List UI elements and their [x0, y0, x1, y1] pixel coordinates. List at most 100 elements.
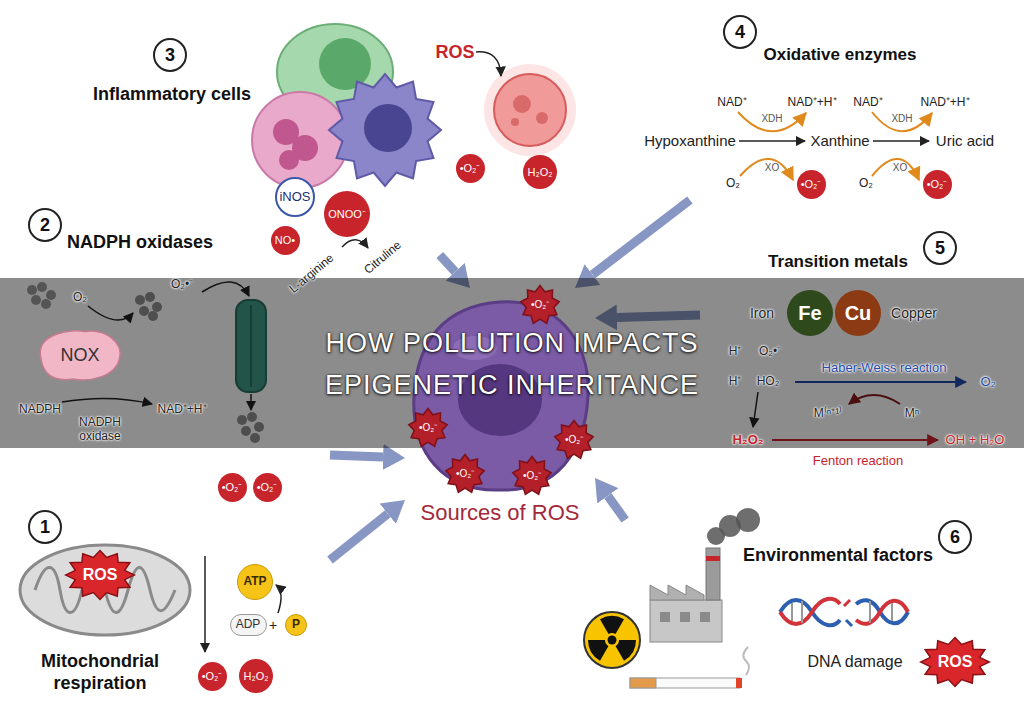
xanthine-pathway — [738, 112, 932, 180]
label-text: ROS — [435, 42, 474, 63]
label-text: O₂ — [980, 375, 995, 390]
radical-star: •O₂⁻ — [511, 455, 553, 497]
label-text: H⁺ — [729, 345, 742, 359]
enzyme-blob: NOX — [35, 327, 125, 383]
radical-star-outline — [521, 286, 559, 324]
label-text: OH + H₂O — [946, 433, 1005, 448]
radical-circle: •O₂⁻ — [198, 662, 227, 691]
label-text: O₂ — [859, 177, 873, 191]
radical-circle: NO• — [271, 226, 300, 255]
radical-star: •O₂⁻ — [407, 407, 449, 449]
callout-number: 5 — [923, 231, 957, 265]
radical-circle: H₂O₂ — [239, 659, 273, 693]
ros-burst-outline — [66, 551, 135, 600]
enzyme-blob-outline — [40, 331, 120, 380]
node-text: ROS — [83, 566, 118, 584]
node-text: •O₂⁻ — [222, 481, 243, 494]
label-text: XO — [893, 162, 907, 174]
radical-star-outline — [409, 409, 447, 447]
panel-heading: NADPH oxidases — [67, 231, 213, 253]
radical-star: •O₂⁻ — [553, 419, 595, 461]
label-text: NAD⁺+H⁺ — [157, 403, 206, 417]
radical-circle: •O₂⁻ — [218, 473, 247, 502]
metal-circle: Fe — [787, 290, 833, 336]
panel-heading: Transition metals — [768, 251, 908, 273]
node-text: •O₂⁻ — [456, 468, 474, 480]
callout-number: 6 — [938, 520, 972, 554]
node-text: •O₂⁻ — [927, 178, 948, 191]
callout-number: 1 — [28, 510, 62, 544]
panel-heading: Oxidative enzymes — [763, 44, 916, 66]
node-text: P — [292, 618, 300, 632]
source-arrow — [593, 200, 690, 275]
label-text: NAD⁺ — [853, 96, 882, 110]
node-text: •O₂⁻ — [419, 422, 437, 434]
radical-star-outline — [446, 455, 484, 493]
label-text: Haber-Weiss reaction — [822, 361, 947, 376]
label-text: NAD⁺ — [717, 96, 746, 110]
molecule-circle: ATP — [237, 564, 273, 600]
node-text: iNOS — [279, 190, 310, 205]
source-panel: 3Inflammatory cells iNOS ONOO⁻ NO• •O₂⁻ H₂O₂ — [85, 25, 575, 255]
label-text: O₂•⁻ — [171, 278, 193, 292]
label-text: H₂O₂ — [732, 433, 763, 448]
label-text: Xanthine — [810, 132, 869, 149]
label-text: XDH — [761, 113, 782, 125]
node-text: •O₂⁻ — [257, 481, 278, 494]
metal-circle: Cu — [835, 290, 881, 336]
node-text: H₂O₂ — [527, 166, 552, 179]
panel-heading: Mitochondrial respiration — [30, 650, 170, 694]
molecule-circle: P — [285, 614, 307, 636]
label-text: + — [269, 617, 277, 633]
source-arrow — [608, 496, 625, 520]
molecule-capsule: ADP — [230, 614, 267, 636]
ros-burst: ROS — [919, 636, 991, 688]
node-text: •O₂⁻ — [523, 470, 541, 482]
node-text: ROS — [938, 653, 973, 671]
source-arrow — [330, 455, 383, 457]
inflammatory-cells — [252, 24, 576, 248]
node-text: NO• — [275, 234, 295, 247]
label-text: Fenton reaction — [813, 454, 903, 469]
node-text: ONOO⁻ — [328, 208, 366, 221]
panel-heading: Inflammatory cells — [93, 83, 251, 105]
radical-star: •O₂⁻ — [519, 284, 561, 326]
label-text: H⁺ — [729, 375, 742, 389]
radical-circle: •O₂⁻ — [456, 154, 485, 183]
callout-number: 3 — [153, 38, 187, 72]
radical-star-outline — [513, 457, 551, 495]
label-text: DNA damage — [807, 653, 902, 671]
label-text: L-arginine — [287, 252, 337, 297]
radical-star-outline — [555, 421, 593, 459]
label-text: Iron — [750, 305, 774, 321]
label-text: NAD⁺+H⁺ — [787, 96, 836, 110]
radical-star: •O₂⁻ — [444, 453, 486, 495]
callout-number: 4 — [723, 15, 757, 49]
radical-circle: •O₂⁻ — [923, 170, 952, 199]
node-text: H₂O₂ — [243, 670, 268, 683]
label-text: XO — [765, 162, 779, 174]
label-text: O₂ — [726, 177, 740, 191]
label-text: Citruline — [362, 239, 405, 278]
radical-circle: H₂O₂ — [523, 155, 557, 189]
node-text: Cu — [845, 302, 872, 325]
source-arrow — [330, 514, 388, 560]
label-text: HO₂ — [757, 375, 780, 389]
label-text: NAD⁺+H⁺ — [920, 96, 969, 110]
label-text: Uric acid — [936, 132, 994, 149]
node-text: •O₂⁻ — [801, 178, 822, 191]
central-cell: Sources of ROS •O₂⁻ •O₂⁻ •O₂⁻ •O₂⁻ •O₂⁻ — [405, 288, 595, 530]
ros-burst: ROS — [64, 549, 136, 601]
mitochondrion — [20, 545, 281, 652]
callout-number: 2 — [28, 208, 62, 242]
node-text: •O₂⁻ — [460, 162, 481, 175]
cell-outline — [405, 288, 595, 530]
label-text: NADPH — [19, 403, 61, 417]
radical-circle: •O₂⁻ — [797, 170, 826, 199]
node-text: •O₂⁻ — [531, 299, 549, 311]
enzyme-circle: iNOS — [275, 177, 315, 217]
label-text: O₂•⁻ — [759, 345, 781, 359]
diagram-title: HOW POLLUTION IMPACTS EPIGENETIC INHERIT… — [272, 322, 752, 406]
node-text: NOX — [60, 345, 99, 366]
center-heading: Sources of ROS — [421, 500, 580, 526]
